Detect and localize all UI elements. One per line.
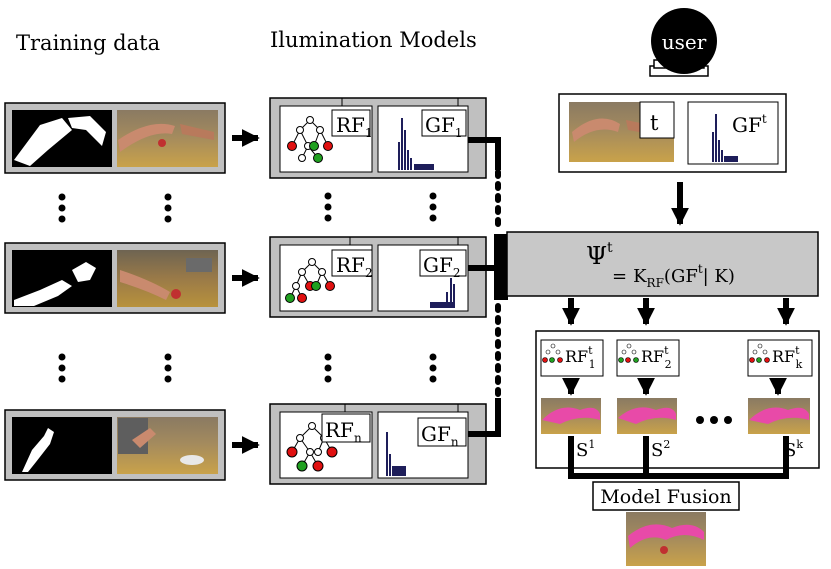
model-connector-lines <box>468 137 508 437</box>
psi-arg-close: | K) <box>703 266 735 287</box>
selected-rf-label: RF <box>772 347 795 366</box>
model-panel-1: RF1 GF1 <box>269 97 487 179</box>
gf-label: GF <box>423 253 453 277</box>
selected-rf-superscript: t <box>588 344 593 357</box>
psi-k-subscript: RF <box>647 276 664 290</box>
histogram-icon <box>712 114 738 162</box>
rf-subscript: 1 <box>365 126 373 140</box>
training-row-2 <box>4 242 226 314</box>
arrow-icon <box>562 298 795 326</box>
selected-rf-superscript: t <box>664 344 669 357</box>
query-frame-label: t <box>650 111 659 135</box>
selected-rf-label: RF <box>565 347 588 366</box>
ellipsis-dots-icon <box>58 193 172 383</box>
user-head-icon: user <box>649 8 717 77</box>
selected-rf-superscript: t <box>795 344 800 357</box>
model-panel-n: RFn GFn <box>269 403 487 485</box>
training-row-n <box>4 409 226 481</box>
model-fusion-box: Model Fusion <box>592 481 740 511</box>
svg-text:GF1: GF1 <box>425 113 463 140</box>
svg-text:S1: S1 <box>576 438 595 461</box>
ellipsis-dots-icon <box>696 416 732 424</box>
psi-arg-open: (GF <box>664 266 698 287</box>
histogram-icon <box>386 432 406 476</box>
svg-text:RF2: RF2 <box>336 253 373 280</box>
decision-tree-icon <box>542 343 563 363</box>
fusion-connector-lines <box>568 436 789 479</box>
arrow-icon <box>232 129 260 454</box>
gf-subscript: 1 <box>455 126 463 140</box>
svg-text:GFt: GFt <box>732 112 767 137</box>
svg-text:RFn: RFn <box>325 418 362 445</box>
fused-output-image <box>626 512 706 566</box>
histogram-icon <box>430 278 455 308</box>
gf-subscript: 2 <box>453 266 461 280</box>
psi-k: K <box>633 266 647 287</box>
rf-label: RF <box>336 113 365 137</box>
selected-rf-subscript: k <box>796 358 803 371</box>
selected-rf-subscript: 1 <box>589 358 596 371</box>
rf-subscript: n <box>354 431 362 445</box>
gf-subscript: n <box>451 435 459 449</box>
psi-equals: = <box>612 266 627 287</box>
svg-text:Ψt: Ψt <box>586 240 613 270</box>
decision-tree-icon <box>287 116 333 163</box>
svg-text:RF1: RF1 <box>336 113 373 140</box>
segmentation-superscript: k <box>796 438 803 451</box>
query-frame-panel: t GFt <box>558 93 787 173</box>
ellipsis-dots-icon <box>324 192 437 383</box>
decision-tree-icon <box>749 343 770 363</box>
svg-text:S2: S2 <box>651 438 670 461</box>
training-data-heading: Training data <box>16 31 160 55</box>
segmentation-label: S <box>576 440 588 461</box>
rf-label: RF <box>325 418 354 442</box>
histogram-icon <box>398 118 434 170</box>
decision-tree-icon <box>285 258 335 303</box>
illumination-models-heading: Ilumination Models <box>270 28 477 52</box>
gf-label: GF <box>421 422 451 446</box>
query-gf-label: GF <box>732 113 762 137</box>
user-label: user <box>662 30 707 54</box>
psi-arg-superscript: t <box>698 262 703 276</box>
rf-subscript: 2 <box>365 266 373 280</box>
segmentation-superscript: 1 <box>588 438 595 451</box>
psi-superscript: t <box>607 240 613 256</box>
decision-tree-icon <box>618 343 639 363</box>
rf-label: RF <box>336 253 365 277</box>
psi-selection-box: Ψt =KRF(GFt| K) <box>506 231 819 297</box>
model-panel-2: RF2 GF2 <box>269 236 487 318</box>
segmentation-superscript: 2 <box>663 438 670 451</box>
psi-symbol: Ψ <box>586 242 607 270</box>
model-fusion-label: Model Fusion <box>600 486 731 508</box>
gf-label: GF <box>425 113 455 137</box>
segmentation-label: S <box>651 440 663 461</box>
training-row-1 <box>4 102 226 174</box>
svg-text:GFn: GFn <box>421 422 459 449</box>
svg-text:=KRF(GFt| K): = KRF(GFt| K) <box>612 262 735 290</box>
selected-rf-label: RF <box>641 347 664 366</box>
query-gf-superscript: t <box>762 112 767 126</box>
svg-text:GF2: GF2 <box>423 253 461 280</box>
selected-rf-subscript: 2 <box>665 358 672 371</box>
